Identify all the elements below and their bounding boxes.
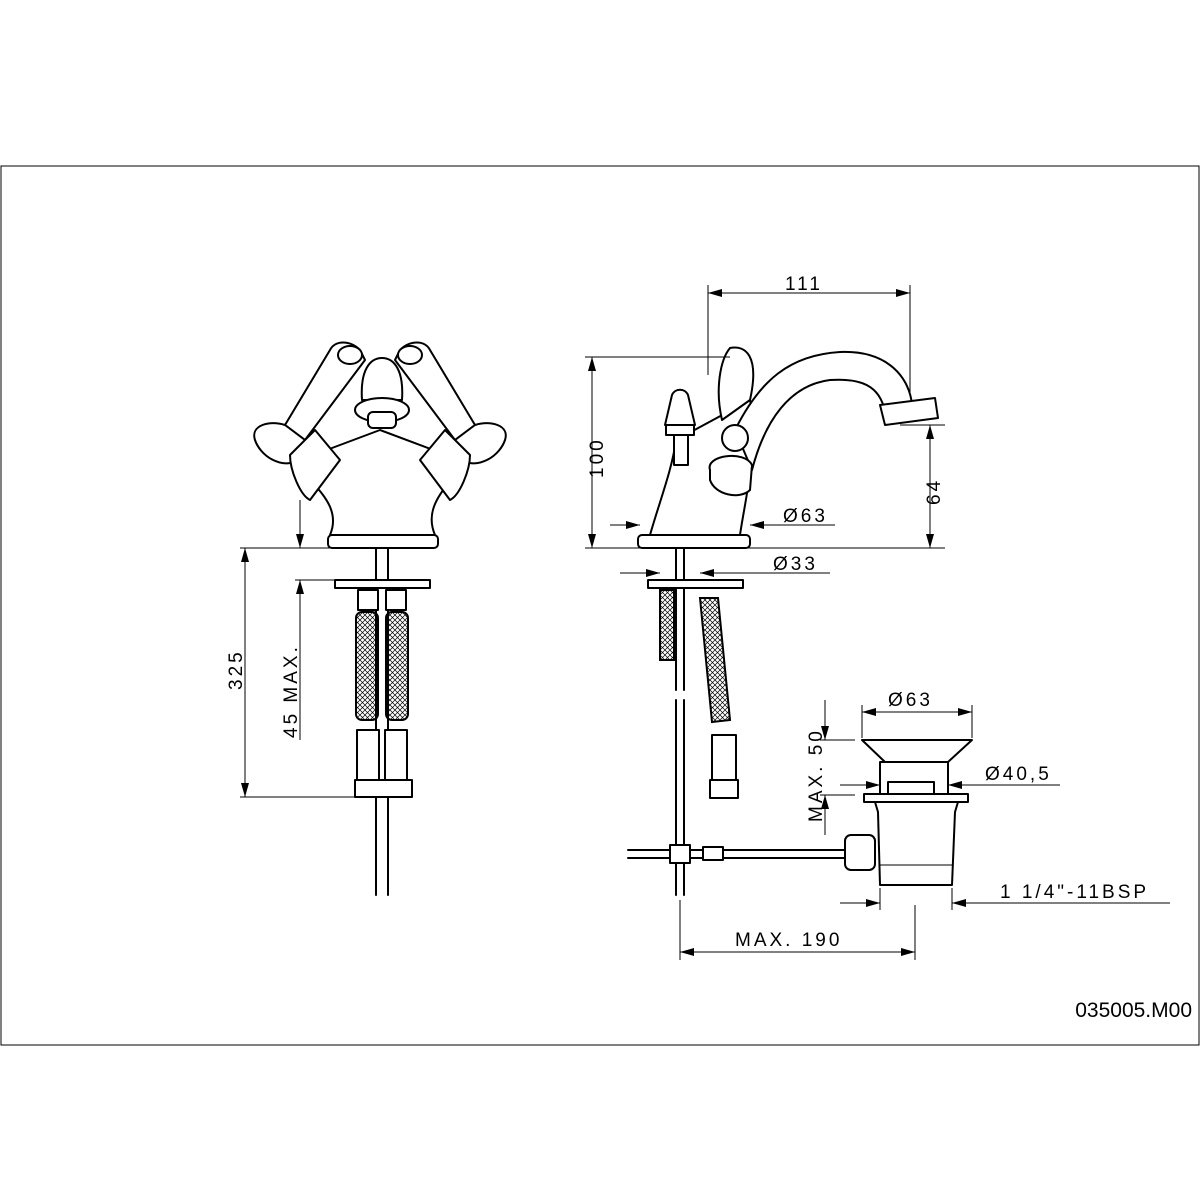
- dimension-diameter-63-waste: Ø63: [888, 690, 933, 711]
- dimension-diameter-63-base: Ø63: [783, 506, 828, 527]
- dimension-max-50: MAX. 50: [806, 728, 827, 822]
- side-view-tap: [627, 346, 939, 896]
- dimension-325: 325: [226, 649, 247, 690]
- dimension-diameter-40-5: Ø40,5: [985, 764, 1052, 785]
- dimension-max-190: MAX. 190: [735, 930, 842, 951]
- drawing-code: 035005.M00: [1075, 999, 1192, 1022]
- dimension-45-max: 45 MAX.: [281, 644, 302, 738]
- dimension-thread: 1 1/4"-11BSP: [1000, 882, 1149, 903]
- side-view-dimensions: 111 100 64 Ø63 Ø33 Ø63 MAX. 50 Ø40,5: [585, 274, 1170, 960]
- drawing-frame: [0, 165, 1200, 1046]
- dimension-100: 100: [587, 437, 608, 478]
- front-view-tap: [253, 341, 507, 896]
- dimension-diameter-33: Ø33: [773, 554, 818, 575]
- dimension-111: 111: [785, 274, 823, 295]
- front-view-dimensions: 325 45 MAX.: [226, 500, 355, 798]
- waste-drain: [844, 739, 973, 886]
- dimension-64: 64: [924, 478, 945, 505]
